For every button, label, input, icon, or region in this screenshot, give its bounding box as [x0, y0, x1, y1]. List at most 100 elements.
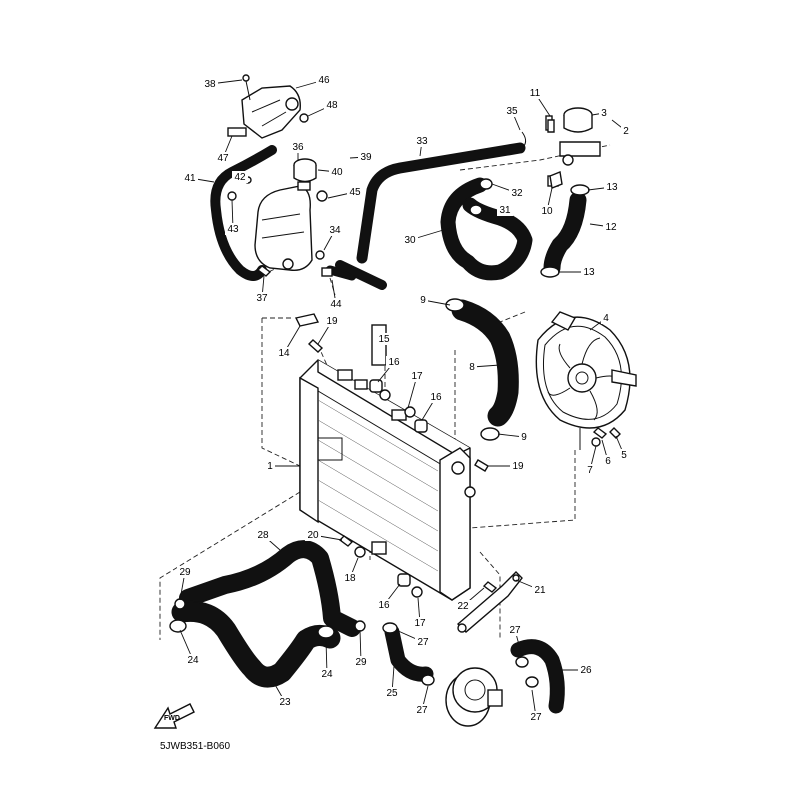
callout-number: 38 — [204, 79, 216, 90]
callout-background — [497, 204, 513, 216]
callout-background — [414, 135, 430, 147]
callout-22: 22 — [455, 587, 485, 612]
callout-3: 3 — [591, 107, 609, 119]
callout-background — [319, 668, 335, 680]
callout-number: 9 — [521, 432, 527, 443]
callout-2: 2 — [611, 119, 631, 137]
callout-background — [585, 464, 595, 476]
callout-1: 1 — [265, 460, 300, 472]
callout-background — [386, 356, 402, 368]
callout-20: 20 — [305, 529, 343, 541]
small-parts — [169, 113, 621, 688]
callout-38: 38 — [202, 78, 243, 90]
callout-7: 7 — [585, 445, 597, 476]
callout-background — [603, 221, 619, 233]
callout-background — [604, 181, 620, 193]
callout-number: 10 — [541, 206, 553, 217]
callout-background — [277, 696, 293, 708]
callout-number: 18 — [344, 573, 356, 584]
callout-number: 3 — [601, 108, 607, 119]
callout-number: 11 — [530, 88, 541, 99]
callout-number: 33 — [416, 136, 428, 147]
callout-number: 19 — [512, 461, 524, 472]
callout-24: 24 — [179, 629, 201, 666]
callout-47: 47 — [215, 135, 233, 164]
callout-background — [342, 572, 358, 584]
callout-background — [347, 186, 363, 198]
callout-number: 17 — [411, 371, 423, 382]
callout-background — [418, 294, 428, 306]
callout-background — [467, 361, 477, 373]
callout-number: 15 — [378, 334, 390, 345]
callout-16: 16 — [376, 583, 401, 611]
callout-43: 43 — [225, 199, 241, 235]
callout-number: 21 — [534, 585, 546, 596]
callout-number: 20 — [307, 530, 319, 541]
callout-9: 9 — [418, 294, 451, 306]
callout-39: 39 — [349, 151, 374, 163]
callout-number: 35 — [506, 106, 518, 117]
callout-34: 34 — [323, 224, 343, 251]
callout-number: 28 — [257, 530, 269, 541]
callout-background — [177, 566, 193, 578]
callout-29: 29 — [177, 566, 193, 601]
callout-27: 27 — [414, 685, 430, 716]
callout-number: 36 — [292, 142, 304, 153]
callout-number: 24 — [187, 655, 199, 666]
callout-number: 46 — [318, 75, 330, 86]
callout-4: 4 — [589, 312, 611, 331]
callout-33: 33 — [414, 135, 430, 157]
callout-32: 32 — [491, 183, 525, 199]
callout-26: 26 — [558, 664, 594, 676]
callout-40: 40 — [317, 166, 345, 178]
callout-background — [519, 431, 529, 443]
callout-17: 17 — [407, 370, 425, 409]
callout-42: 42 — [232, 171, 249, 183]
callout-number: 16 — [388, 357, 400, 368]
callout-background — [376, 599, 392, 611]
callout-number: 12 — [605, 222, 617, 233]
callout-background — [619, 449, 629, 461]
callout-background — [316, 74, 332, 86]
callout-12: 12 — [589, 221, 619, 233]
callout-background — [290, 141, 306, 153]
upper-bracket — [227, 74, 301, 139]
callout-background — [532, 584, 548, 596]
callout-number: 43 — [227, 224, 239, 235]
callout-number: 29 — [179, 567, 191, 578]
callout-background — [581, 266, 597, 278]
callout-number: 26 — [580, 665, 592, 676]
callout-background — [414, 704, 430, 716]
callout-45: 45 — [327, 186, 363, 199]
callout-background — [621, 125, 631, 137]
callout-19: 19 — [317, 315, 340, 345]
callout-background — [328, 298, 344, 310]
callout-background — [384, 687, 400, 699]
callout-number: 1 — [267, 461, 273, 472]
callout-background — [409, 370, 425, 382]
callout-27: 27 — [395, 629, 431, 648]
callout-background — [255, 529, 271, 541]
callout-number: 44 — [330, 299, 342, 310]
callout-number: 27 — [416, 705, 428, 716]
callout-layer: 1234567899101112131314151616161717181919… — [177, 74, 631, 723]
callout-35: 35 — [504, 105, 521, 131]
callout-background — [428, 391, 444, 403]
callout-number: 31 — [499, 205, 511, 216]
callout-number: 13 — [583, 267, 595, 278]
callout-13: 13 — [558, 266, 597, 278]
callout-46: 46 — [295, 74, 332, 89]
callout-number: 32 — [511, 188, 523, 199]
callout-number: 34 — [329, 225, 341, 236]
callout-19: 19 — [488, 460, 526, 472]
callout-9: 9 — [497, 431, 529, 443]
callout-number: 17 — [414, 618, 426, 629]
callout-background — [504, 105, 520, 117]
callout-36: 36 — [290, 141, 306, 160]
callout-8: 8 — [467, 361, 501, 373]
callout-28: 28 — [255, 529, 281, 551]
reservoir-tank — [254, 158, 317, 271]
callout-21: 21 — [515, 579, 548, 596]
callout-background — [376, 333, 392, 345]
